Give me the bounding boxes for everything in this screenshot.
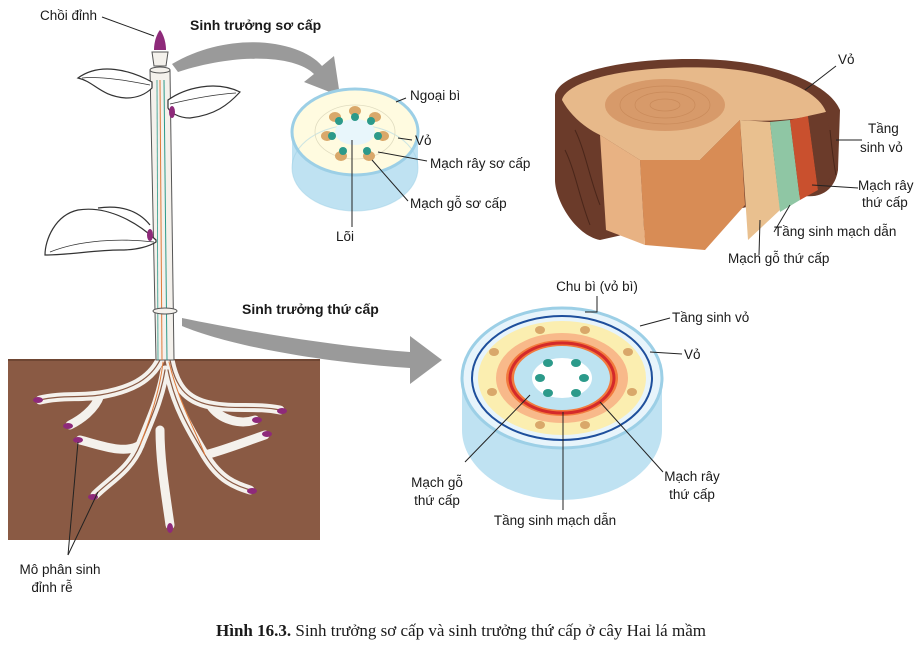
label-sinh-truong-thu-cap: Sinh trưởng thứ cấp [242, 301, 379, 317]
label-mach-ray-so-cap: Mạch rây sơ cấp [430, 156, 530, 171]
label-tang-sinh-mach-dan-log: Tầng sinh mạch dẫn [774, 224, 896, 239]
label-tang-sinh-vo-disk: Tầng sinh vỏ [672, 310, 749, 325]
label-tang-sinh-vo-log-1: Tầng [868, 121, 899, 136]
primary-section-disk [290, 87, 420, 212]
label-mo-phan-sinh-2: đỉnh rễ [31, 580, 72, 595]
label-tang-sinh-vo-log-2: sinh vỏ [860, 140, 903, 155]
label-mo-phan-sinh-1: Mô phân sinh [19, 562, 100, 577]
label-mach-ray-thu-cap-disk-2: thứ cấp [669, 487, 715, 502]
label-tang-sinh-mach-dan-disk: Tầng sinh mạch dẫn [494, 513, 616, 528]
leader-lines [67, 16, 862, 556]
root-system [35, 355, 285, 530]
label-mach-go-so-cap: Mạch gỗ sơ cấp [410, 196, 507, 211]
secondary-section-disk [460, 306, 664, 500]
root-tips [33, 397, 287, 533]
caption-number: Hình 16.3. [216, 621, 291, 640]
arrow-secondary [182, 318, 442, 384]
label-mach-go-thu-cap-disk-2: thứ cấp [414, 493, 460, 508]
arrow-primary [172, 42, 340, 96]
label-vo-primary: Vỏ [415, 133, 432, 148]
label-mach-ray-thu-cap-disk-1: Mạch rây [664, 469, 720, 484]
leaf-veins [49, 77, 237, 253]
axil-buds [147, 106, 175, 241]
label-mach-ray-thu-cap-log-1: Mạch rây [858, 178, 914, 193]
label-vo-disk: Vỏ [684, 347, 701, 362]
plant-stem [149, 66, 178, 361]
caption-text: Sinh trưởng sơ cấp và sinh trưởng thứ cấ… [291, 621, 706, 640]
label-mach-ray-thu-cap-log-2: thứ cấp [862, 195, 908, 210]
apical-bud [151, 30, 169, 67]
label-sinh-truong-so-cap: Sinh trưởng sơ cấp [190, 17, 321, 33]
labels: Chồi đỉnh Sinh trưởng sơ cấp Sinh trưởng… [19, 8, 913, 595]
label-choi-dinh: Chồi đỉnh [40, 8, 97, 23]
woody-stem-section [555, 59, 840, 250]
label-mach-go-thu-cap-disk-1: Mạch gỗ [411, 475, 463, 490]
label-vo-log: Vỏ [838, 52, 855, 67]
label-mach-go-thu-cap-log: Mạch gỗ thứ cấp [728, 251, 829, 266]
leaves [44, 68, 241, 256]
label-ngoai-bi: Ngoại bì [410, 88, 460, 103]
label-chu-bi: Chu bì (vỏ bì) [556, 279, 638, 294]
label-loi: Lõi [336, 229, 354, 244]
figure-caption: Hình 16.3. Sinh trưởng sơ cấp và sinh tr… [216, 621, 706, 640]
